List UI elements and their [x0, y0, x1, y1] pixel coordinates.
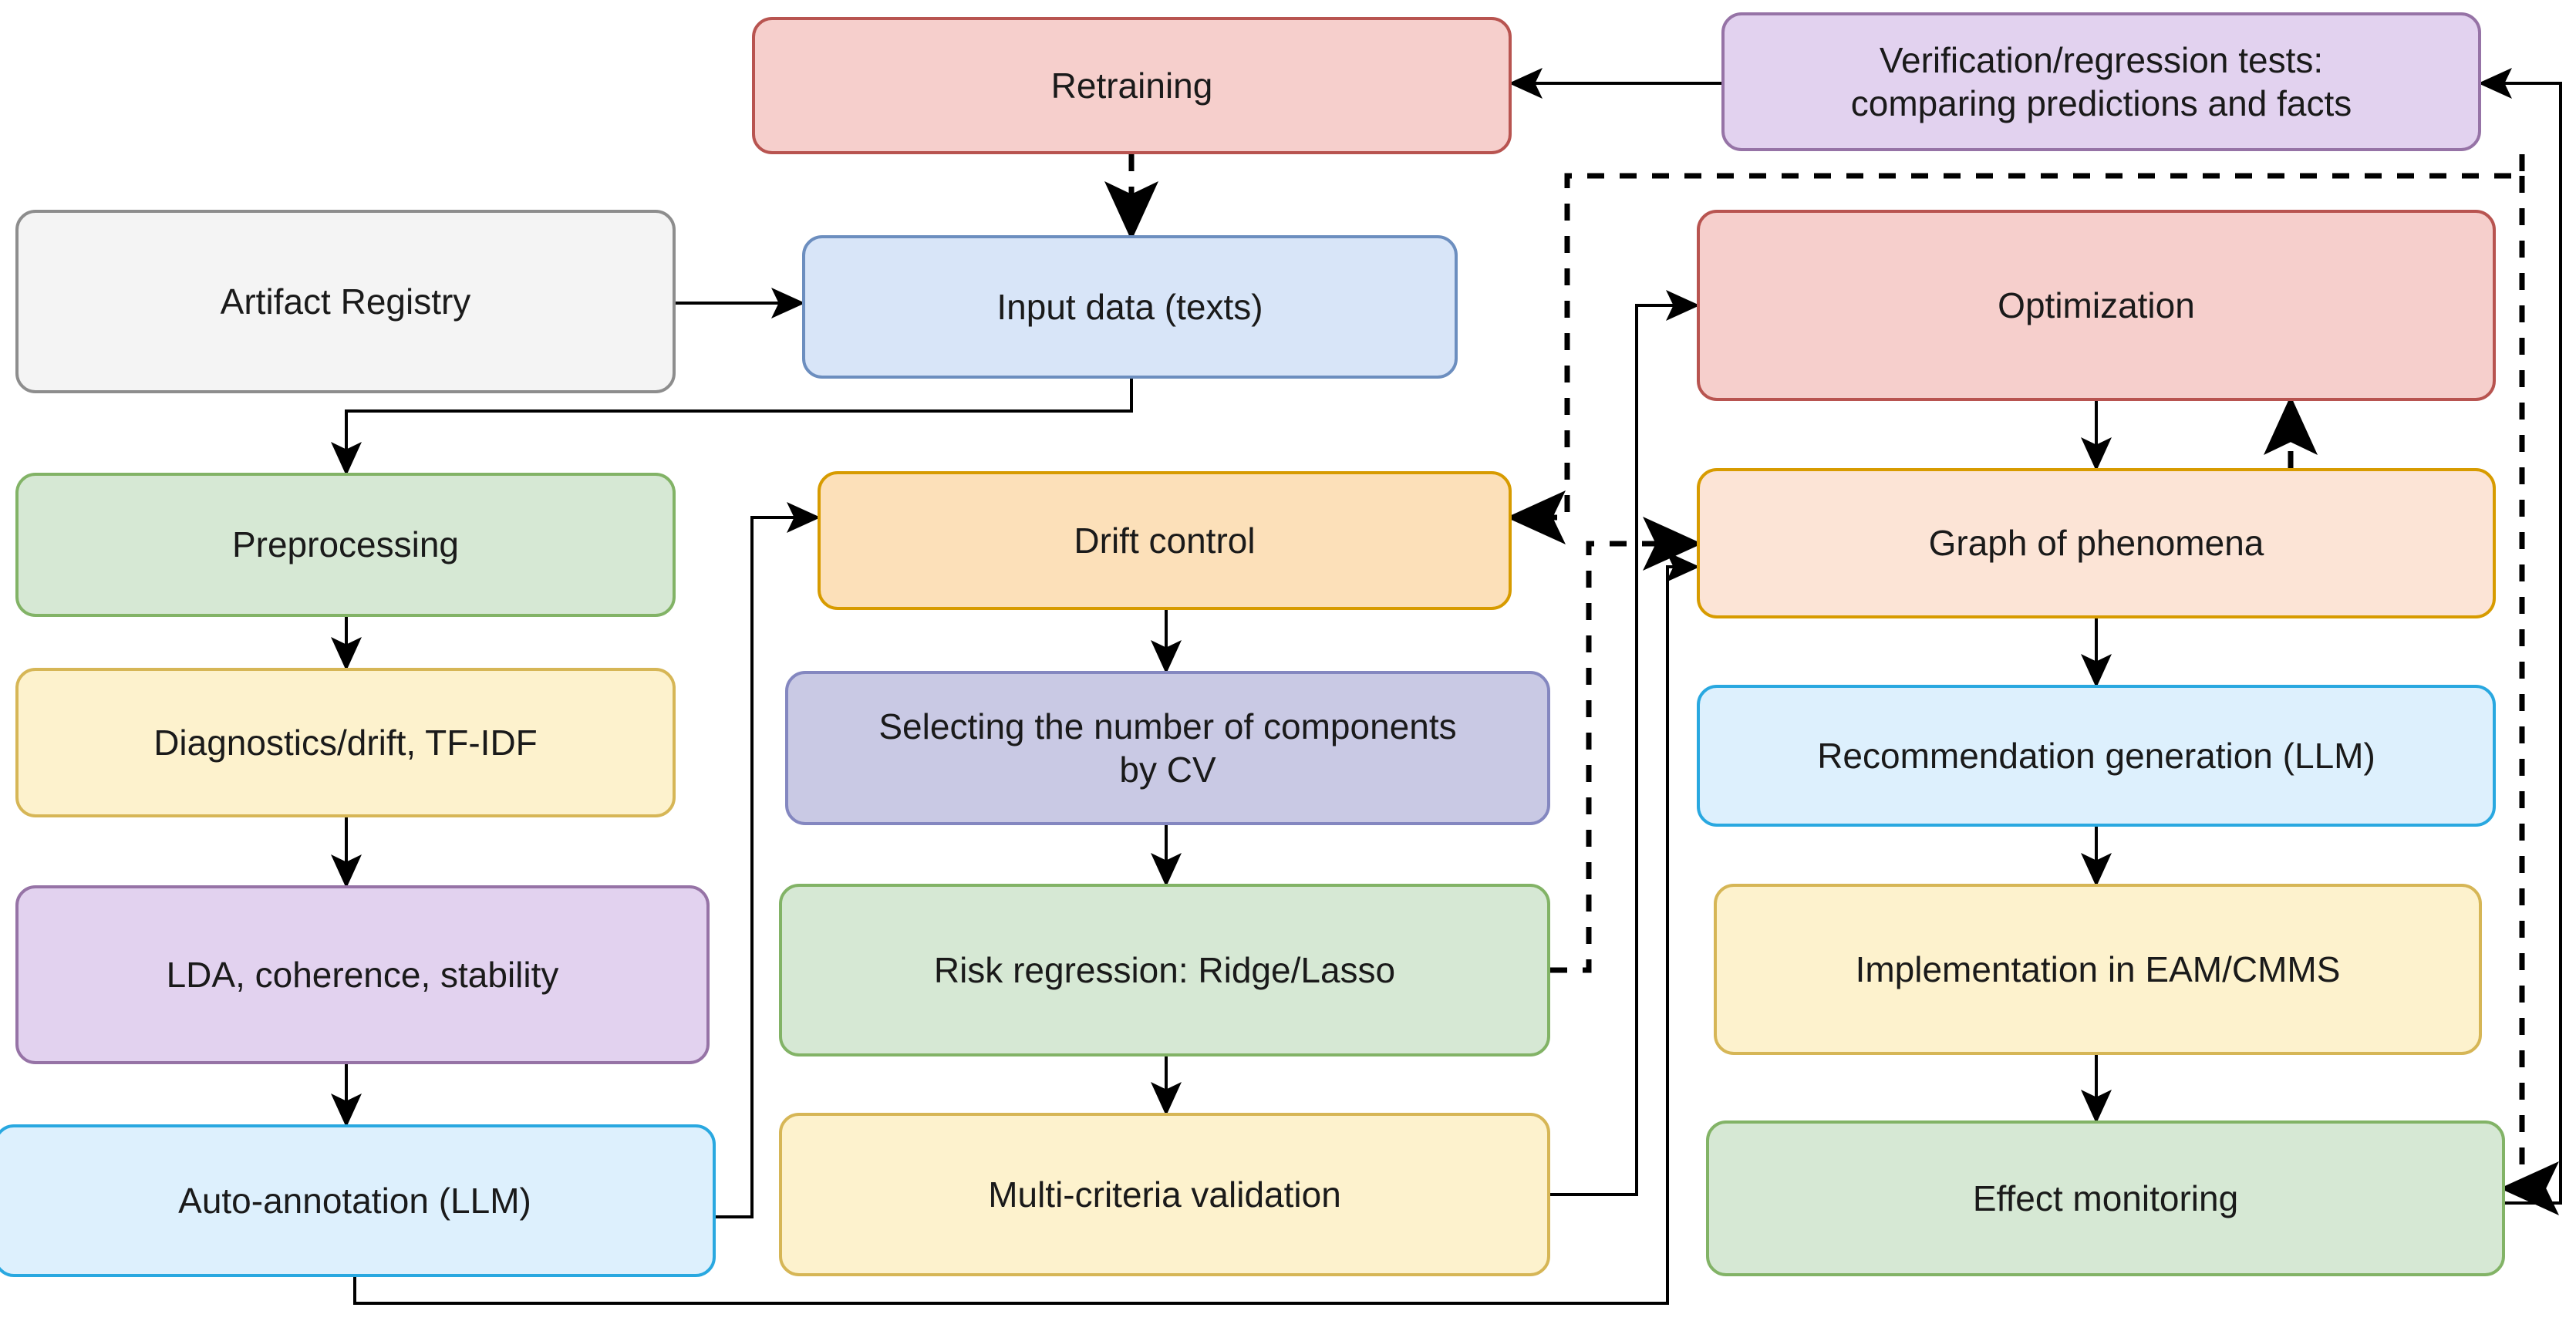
node-auto_annotation[interactable]: Auto-annotation (LLM) — [0, 1124, 716, 1277]
node-multi_criteria[interactable]: Multi-criteria validation — [779, 1113, 1550, 1276]
node-select_k[interactable]: Selecting the number of components by CV — [785, 671, 1550, 825]
e-verif-drift — [1506, 154, 2525, 544]
node-recommendation[interactable]: Recommendation generation (LLM) — [1697, 685, 2496, 827]
node-label-input_data: Input data (texts) — [996, 286, 1263, 327]
node-drift_control[interactable]: Drift control — [818, 471, 1512, 610]
node-risk_regression[interactable]: Risk regression: Ridge/Lasso — [779, 884, 1550, 1056]
node-label-effect_monitor: Effect monitoring — [1972, 1178, 2239, 1218]
node-label-multi_criteria: Multi-criteria validation — [988, 1174, 1341, 1215]
e-auto-drift — [716, 502, 821, 1218]
node-diagnostics[interactable]: Diagnostics/drift, TF-IDF — [15, 668, 676, 817]
e-multi-optimization — [1550, 290, 1700, 1196]
e-risk-graph — [1550, 517, 1702, 973]
node-label-optimization: Optimization — [1998, 285, 2195, 325]
node-label-risk_regression: Risk regression: Ridge/Lasso — [933, 949, 1396, 990]
node-label-recommendation: Recommendation generation (LLM) — [1817, 735, 2375, 776]
node-artifact[interactable]: Artifact Registry — [15, 210, 676, 393]
node-optimization[interactable]: Optimization — [1697, 210, 2496, 401]
node-label-artifact: Artifact Registry — [220, 281, 471, 322]
node-label-diagnostics: Diagnostics/drift, TF-IDF — [153, 722, 538, 763]
node-label-drift_control: Drift control — [1074, 520, 1256, 561]
e-auto-graph — [353, 551, 1700, 1305]
node-label-verification: Verification/regression tests: comparing… — [1850, 39, 2352, 123]
node-verification[interactable]: Verification/regression tests: comparing… — [1721, 12, 2481, 151]
node-retraining[interactable]: Retraining — [752, 17, 1512, 154]
node-label-retraining: Retraining — [1050, 65, 1213, 106]
node-effect_monitor[interactable]: Effect monitoring — [1706, 1120, 2505, 1276]
node-label-graph_phenomena: Graph of phenomena — [1928, 523, 2264, 564]
node-graph_phenomena[interactable]: Graph of phenomena — [1697, 468, 2496, 618]
e-input-preprocessing — [331, 379, 1133, 476]
node-preprocessing[interactable]: Preprocessing — [15, 473, 676, 617]
node-label-implementation: Implementation in EAM/CMMS — [1855, 949, 2341, 989]
node-label-preprocessing: Preprocessing — [231, 524, 460, 565]
node-label-lda: LDA, coherence, stability — [166, 954, 559, 995]
node-label-auto_annotation: Auto-annotation (LLM) — [178, 1180, 531, 1221]
node-label-select_k: Selecting the number of components by CV — [878, 706, 1457, 790]
node-implementation[interactable]: Implementation in EAM/CMMS — [1714, 884, 2482, 1055]
e-verif-effect — [2500, 176, 2559, 1215]
node-input_data[interactable]: Input data (texts) — [802, 235, 1458, 379]
node-lda[interactable]: LDA, coherence, stability — [15, 885, 710, 1064]
